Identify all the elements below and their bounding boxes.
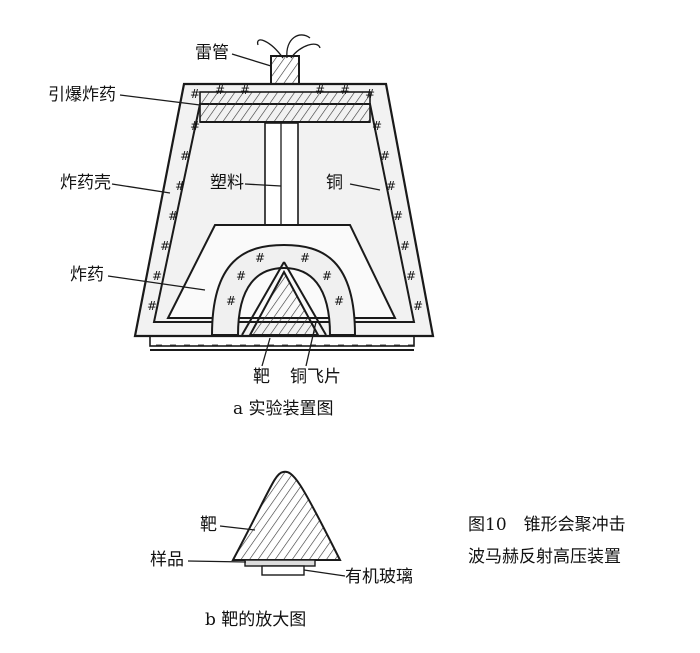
svg-text:#: # [236,269,246,283]
svg-text:#: # [393,209,403,223]
figure-title-line2: 波马赫反射高压装置 [468,547,621,567]
svg-text:#: # [300,251,310,265]
booster-charge [199,91,371,123]
copper-dome [210,243,357,336]
svg-text:#: # [190,87,200,101]
svg-text:#: # [365,87,375,101]
label-detonator: 雷管 [195,43,229,63]
target-cone-enlarged [231,470,342,561]
label-sample: 样品 [150,550,184,570]
svg-text:#: # [190,119,200,133]
caption-a: a 实验装置图 [233,399,334,419]
label-plastic: 塑料 [210,173,244,193]
label-plexiglass: 有机玻璃 [345,567,413,587]
leader-copper-flyer [305,321,317,367]
svg-text:#: # [386,179,396,193]
detonator-wires [257,34,321,59]
leader-plastic [244,183,282,187]
figure-title-line1: 图10 锥形会聚冲击 [468,515,626,535]
svg-text:#: # [413,299,423,313]
svg-text:#: # [240,83,250,97]
svg-text:#: # [406,269,416,283]
svg-text:#: # [180,149,190,163]
leader-detonator [231,53,272,67]
svg-text:#: # [322,269,332,283]
plexiglass-plate [261,565,305,576]
svg-text:#: # [226,294,236,308]
target-cone [248,269,320,336]
apparatus: ### ### ### ### # ### ### # ### ### 雷管 引… [48,34,435,419]
label-explosive-shell: 炸药壳 [60,173,111,193]
sample-layer [244,559,316,567]
label-explosive: 炸药 [70,265,104,285]
svg-text:#: # [168,209,178,223]
leader-explosive [107,275,206,291]
svg-text:#: # [160,239,170,253]
label-target-a: 靶 [253,367,270,387]
svg-text:#: # [152,269,162,283]
svg-text:#: # [400,239,410,253]
caption-b: b 靶的放大图 [205,610,306,630]
leader-booster [119,94,201,106]
shell-marks: ### ### ### ### # ### ### # ### ### [147,83,423,313]
leader-target-a [261,337,271,367]
leader-copper [349,183,381,191]
copper-flyer [241,261,327,336]
label-target-b: 靶 [200,515,217,535]
svg-text:#: # [334,294,344,308]
svg-text:#: # [315,83,325,97]
leader-explosive-shell [111,183,171,194]
svg-text:#: # [380,149,390,163]
svg-text:#: # [215,83,225,97]
label-booster: 引爆炸药 [48,85,116,105]
leader-sample [187,560,247,563]
leader-plexiglass [303,569,346,577]
label-copper-flyer: 铜飞片 [290,367,341,387]
svg-text:#: # [175,179,185,193]
svg-text:#: # [340,83,350,97]
svg-text:#: # [255,251,265,265]
base-plate [149,335,415,347]
svg-text:#: # [147,299,157,313]
svg-text:#: # [372,119,382,133]
label-copper: 铜 [326,173,343,193]
detonator [270,55,300,87]
target-detail: 靶 样品 有机玻璃 b 靶的放大图 [150,470,413,630]
leader-target-b [219,525,256,531]
